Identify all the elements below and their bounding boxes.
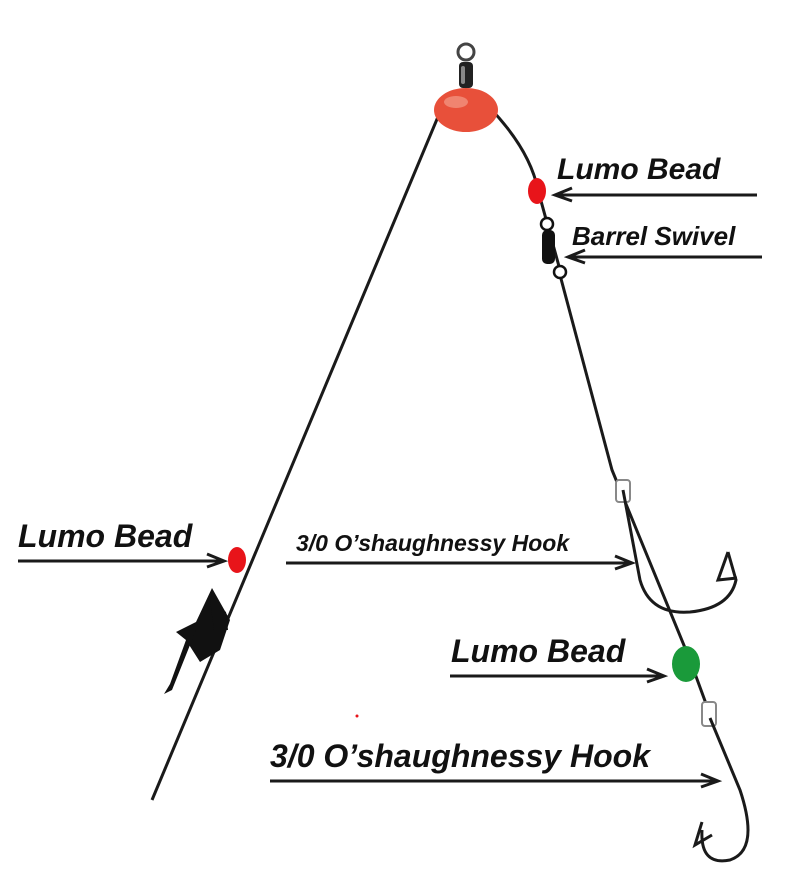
grip-sinker-icon bbox=[164, 588, 230, 694]
upper-hook-icon bbox=[615, 479, 738, 614]
stray-dot bbox=[355, 714, 359, 718]
arrow-lumo-bead-left bbox=[18, 552, 229, 569]
sinker-bead-icon bbox=[434, 88, 498, 132]
arrow-hook-upper bbox=[286, 554, 637, 571]
top-swivel-icon bbox=[456, 42, 476, 88]
label-hook-upper: 3/0 O’shaughnessy Hook bbox=[296, 530, 570, 556]
lumo-bead-left bbox=[228, 547, 246, 573]
lumo-bead-top bbox=[528, 178, 546, 204]
left-trace-line bbox=[150, 111, 442, 801]
label-lumo-bead-top: Lumo Bead bbox=[557, 153, 721, 186]
arrow-lumo-bead-green bbox=[450, 667, 669, 684]
right-trace-line-lower bbox=[558, 274, 714, 721]
lower-hook-icon bbox=[692, 701, 750, 863]
label-hook-lower: 3/0 O’shaughnessy Hook bbox=[270, 738, 652, 774]
arrow-lumo-bead-top bbox=[550, 186, 757, 203]
label-lumo-bead-green: Lumo Bead bbox=[451, 633, 627, 669]
arrow-hook-lower bbox=[270, 772, 723, 789]
label-lumo-bead-left: Lumo Bead bbox=[18, 518, 194, 554]
label-barrel-swivel: Barrel Swivel bbox=[572, 221, 736, 251]
barrel-swivel-icon bbox=[539, 216, 568, 280]
arrow-barrel-swivel bbox=[563, 248, 762, 265]
lumo-bead-green bbox=[672, 646, 700, 682]
